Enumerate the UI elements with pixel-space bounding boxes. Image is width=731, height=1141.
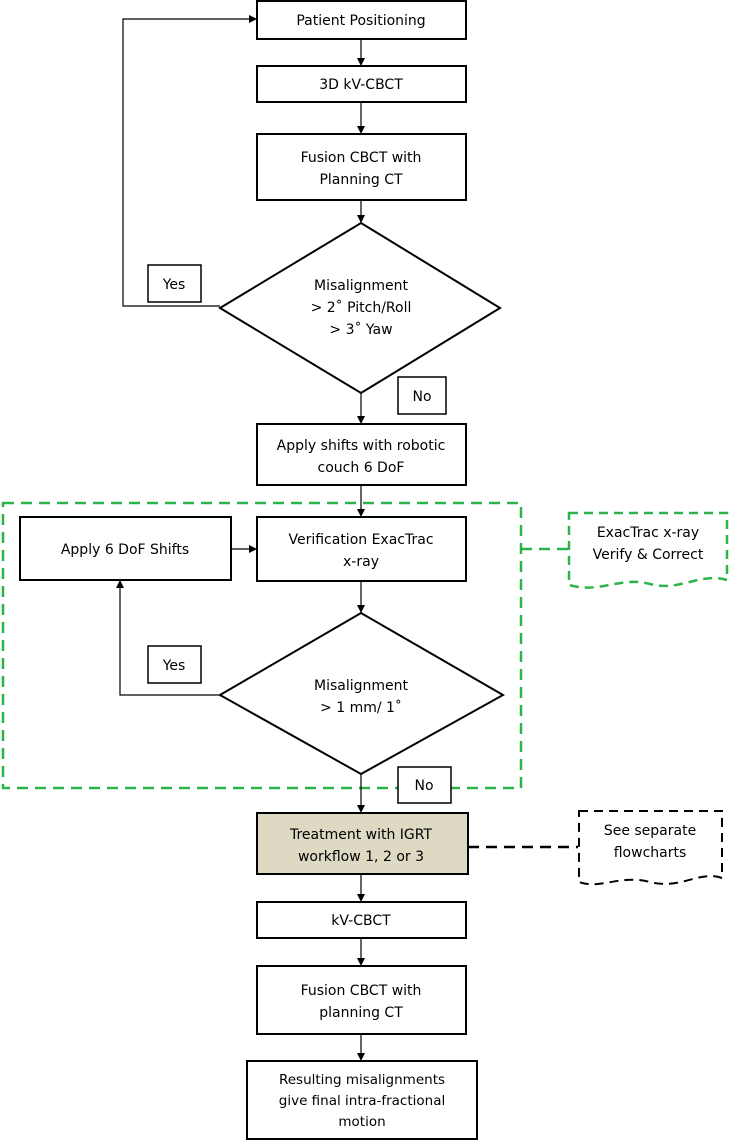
exactrac-note-shape bbox=[567, 511, 729, 589]
separate-note-shape bbox=[578, 810, 723, 886]
separate-note-line-1: See separate bbox=[604, 823, 696, 839]
exactrac-note-line-1: ExacTrac x-ray bbox=[597, 525, 699, 541]
result-line-1: Resulting misalignments bbox=[279, 1072, 445, 1088]
loop-yes-1 bbox=[122, 15, 257, 307]
apply-6dof-box bbox=[19, 516, 232, 581]
separate-note-line-2: flowcharts bbox=[614, 845, 687, 861]
loop-yes-2 bbox=[116, 580, 220, 696]
fusion-2-line-1: Fusion CBCT with bbox=[301, 983, 422, 999]
decision-1-line-3: > 3˚ Yaw bbox=[329, 321, 392, 338]
yes-2-label: Yes bbox=[162, 658, 186, 674]
decision-1-line-2: > 2˚ Pitch/Roll bbox=[311, 299, 412, 316]
treatment-box bbox=[256, 812, 469, 875]
fusion-1-line-2: Planning CT bbox=[319, 172, 403, 188]
decision-2-line-1: Misalignment bbox=[314, 678, 409, 694]
no-2-label: No bbox=[414, 778, 433, 794]
treatment-line-1: Treatment with IGRT bbox=[289, 827, 433, 843]
decision-2-line-2: > 1 mm/ 1˚ bbox=[320, 699, 402, 716]
result-line-3: motion bbox=[338, 1114, 385, 1130]
patient-positioning-label: Patient Positioning bbox=[296, 13, 425, 29]
fusion-1-box bbox=[256, 133, 467, 201]
kv-cbct-3d-label: 3D kV-CBCT bbox=[319, 77, 403, 93]
no-2-box bbox=[397, 766, 452, 804]
yes-1-label: Yes bbox=[162, 277, 186, 293]
exactrac-group-border bbox=[1, 501, 523, 790]
no-1-box bbox=[397, 376, 447, 415]
kv-cbct-box bbox=[256, 901, 467, 939]
patient-positioning-box bbox=[256, 0, 467, 40]
decision-2-diamond bbox=[217, 611, 506, 776]
yes-2-box bbox=[147, 645, 202, 684]
verification-line-1: Verification ExacTrac bbox=[288, 532, 433, 548]
result-box bbox=[246, 1060, 478, 1140]
decision-1-diamond bbox=[218, 221, 502, 395]
no-1-label: No bbox=[412, 389, 431, 405]
yes-1-box bbox=[147, 264, 202, 303]
result-line-2: give final intra-fractional bbox=[279, 1093, 445, 1109]
kv-cbct-3d-box bbox=[256, 65, 467, 103]
apply-shifts-line-1: Apply shifts with robotic bbox=[277, 438, 446, 454]
verification-line-2: x-ray bbox=[343, 554, 379, 570]
fusion-2-box bbox=[256, 965, 467, 1035]
fusion-2-line-2: planning CT bbox=[319, 1005, 403, 1021]
treatment-line-2: workflow 1, 2 or 3 bbox=[298, 849, 424, 865]
decision-1-line-1: Misalignment bbox=[314, 278, 409, 294]
verification-box bbox=[256, 516, 467, 582]
fusion-1-line-1: Fusion CBCT with bbox=[301, 150, 422, 166]
kv-cbct-label: kV-CBCT bbox=[331, 913, 391, 929]
apply-shifts-line-2: couch 6 DoF bbox=[318, 460, 405, 476]
exactrac-note-line-2: Verify & Correct bbox=[593, 547, 704, 563]
apply-6dof-label: Apply 6 DoF Shifts bbox=[61, 542, 189, 558]
apply-shifts-box bbox=[256, 423, 467, 486]
